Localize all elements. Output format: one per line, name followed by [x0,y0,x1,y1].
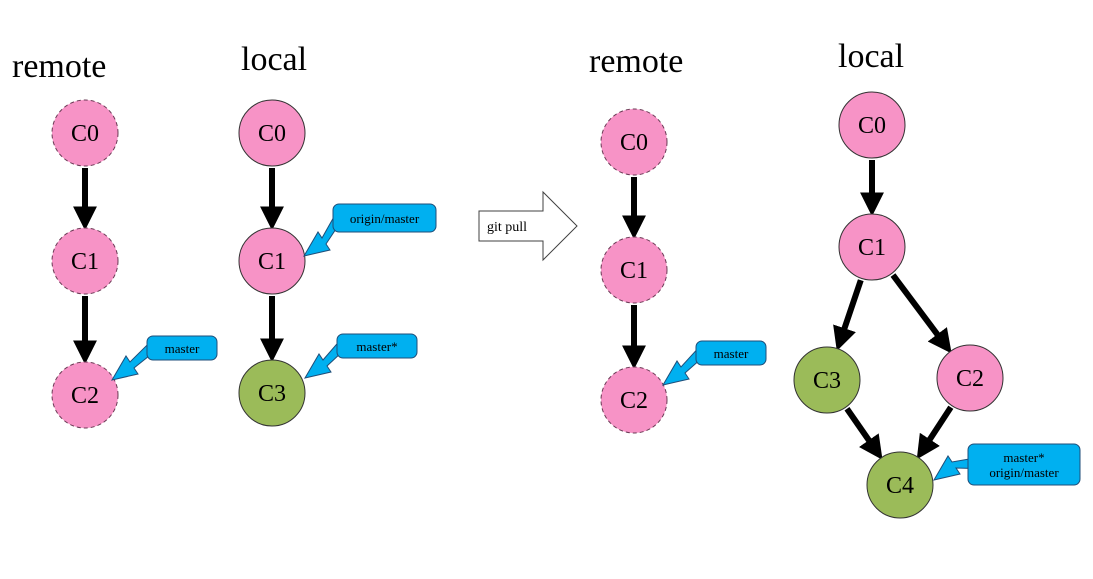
git-pull-action-arrow: git pull [478,190,578,262]
commit-circle [51,227,119,295]
panel-title-remote-after: remote [589,43,683,80]
commit-node-C0: C0 [238,99,306,167]
titles-layer: remote local remote local [12,38,904,85]
ref-tag-label: origin/master [350,211,420,226]
commit-circle [238,99,306,167]
commit-label: C1 [258,249,286,275]
commit-circle [936,344,1004,412]
commit-node-C1: C1 [838,213,906,281]
commit-circle [238,359,306,427]
commit-node-C2: C2 [936,344,1004,412]
edge-C1-to-C3 [833,279,864,352]
edge-C2-to-C4 [916,405,954,460]
ref-tag-box [332,203,437,233]
ref-tag-box [967,443,1081,486]
panel-title-local-before: local [241,41,307,78]
commit-label: C2 [956,366,984,392]
ref-tag-originmaster: origin/master [302,203,437,257]
action-label: git pull [487,220,527,235]
commit-circle [866,451,934,519]
commit-node-C0: C0 [51,99,119,167]
ref-tag-master: master* [303,333,418,379]
commit-circle [600,236,668,304]
ref-tag-box [146,335,218,361]
commit-circle [793,346,861,414]
commit-node-C0: C0 [838,91,906,159]
commit-node-C2: C2 [51,361,119,429]
ref-tag-label: master [165,341,200,356]
commit-node-C1: C1 [51,227,119,295]
commit-label: C0 [620,130,648,156]
ref-tag-master: master [110,335,218,381]
commit-circle [600,366,668,434]
commit-label: C1 [620,258,648,284]
commit-circle [600,108,668,176]
commit-node-C2: C2 [600,366,668,434]
right-arrow-icon [478,190,578,262]
commit-circle [51,361,119,429]
ref-tag-label: master* [356,339,397,354]
panel-title-local-after: local [838,38,904,75]
refs-layer: masterorigin/mastermaster*mastermaster*o… [110,203,1081,486]
edge-C1-to-C2 [890,273,952,354]
ref-tag-label: master* [1003,450,1044,465]
commit-label: C1 [858,235,886,261]
commit-node-C3: C3 [238,359,306,427]
ref-tag-box [336,333,418,359]
commit-label: C2 [620,388,648,414]
ref-tag-box [695,340,767,366]
ref-tag-label: origin/master [989,465,1059,480]
commit-circle [51,99,119,167]
commit-label: C4 [886,473,914,499]
ref-tag-master: master [661,340,767,386]
commit-circle [838,213,906,281]
commit-circle [838,91,906,159]
commit-label: C3 [813,368,841,394]
commit-node-C1: C1 [238,227,306,295]
commit-node-C0: C0 [600,108,668,176]
commit-label: C3 [258,381,286,407]
commit-label: C0 [71,121,99,147]
commit-node-C3: C3 [793,346,861,414]
panel-title-remote-before: remote [12,48,106,85]
ref-tag-label: master [714,346,749,361]
commit-node-C4: C4 [866,451,934,519]
commit-label: C0 [258,121,286,147]
commit-circle [238,227,306,295]
commit-label: C2 [71,383,99,409]
ref-tag-master-originmaster: master*origin/master [932,443,1081,486]
commit-label: C0 [858,113,886,139]
commit-label: C1 [71,249,99,275]
commit-node-C1: C1 [600,236,668,304]
edges-layer [73,160,954,460]
edge-C3-to-C4 [844,407,883,460]
